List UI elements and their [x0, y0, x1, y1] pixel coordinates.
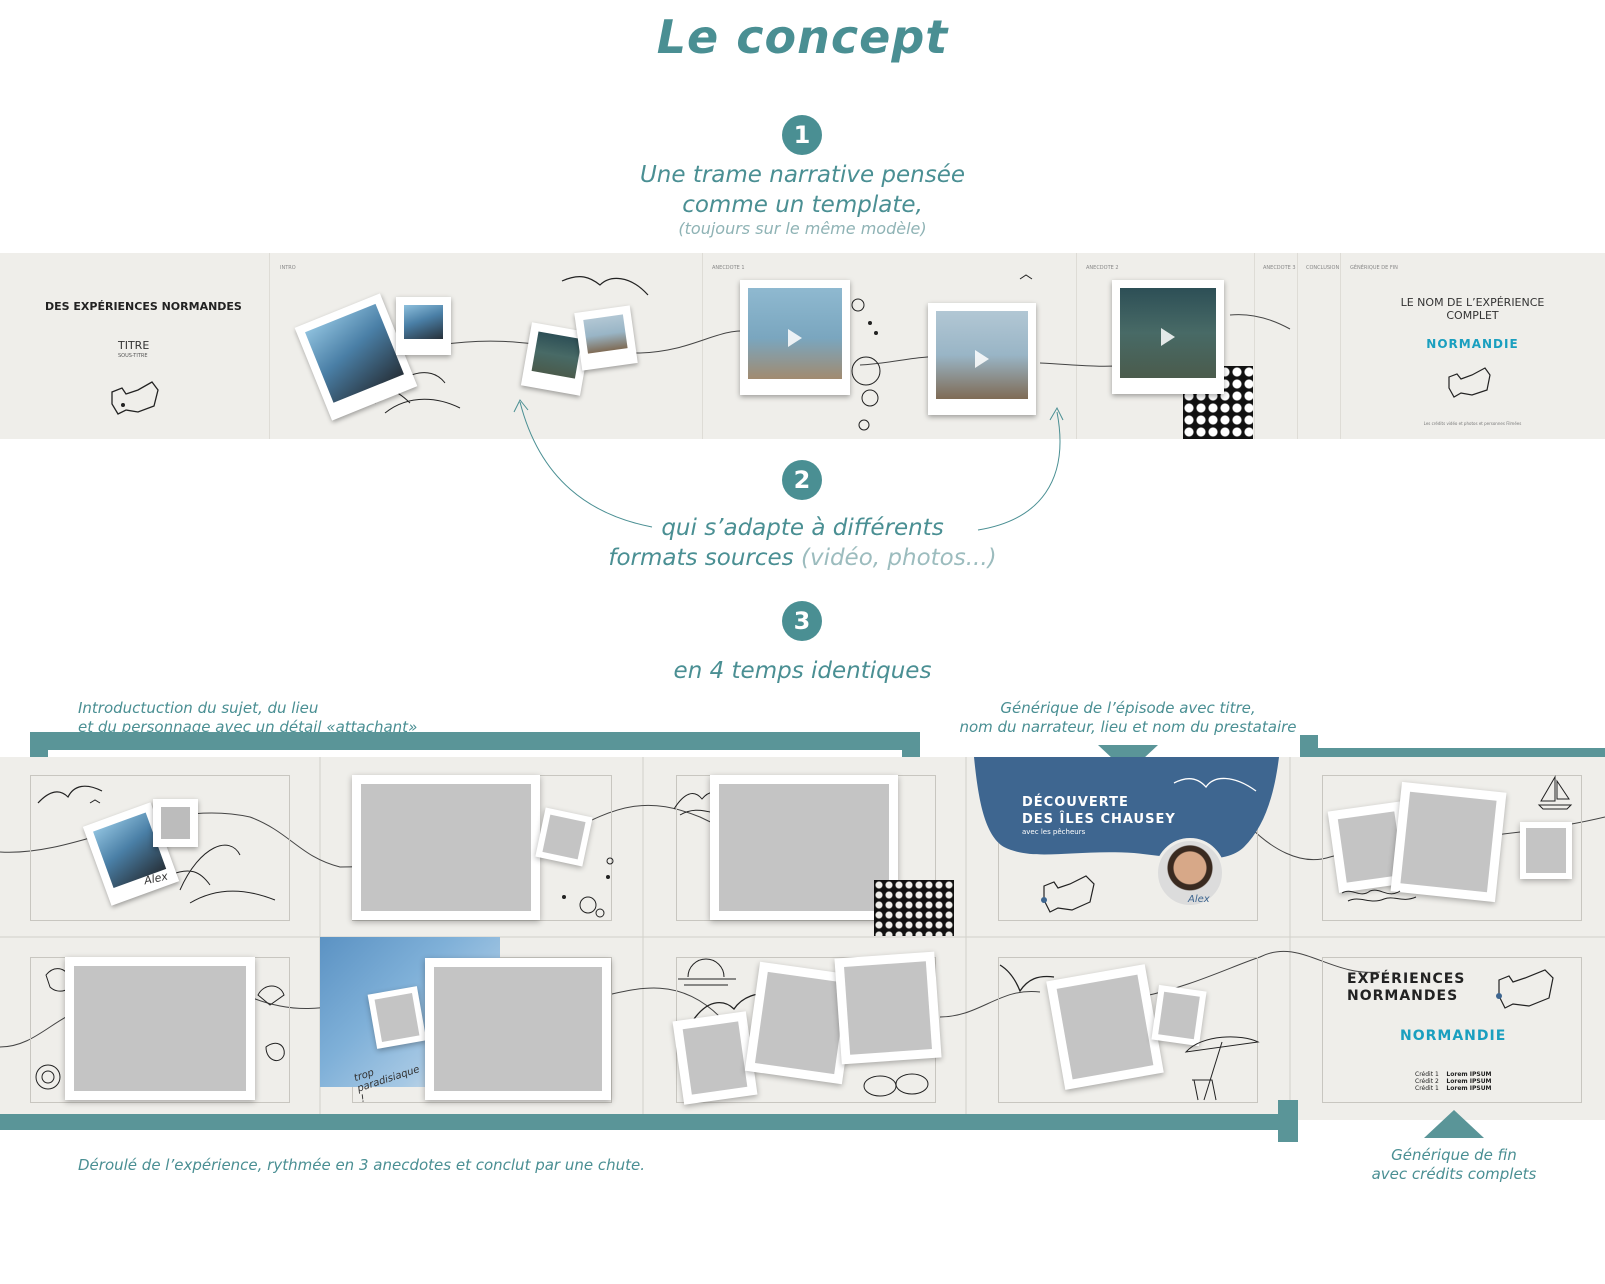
template-strip: INTRO ANECDOTE 1 ANECDOTE 2 ANECDOTE 3 C… [0, 253, 1605, 439]
panel-8-photo-1 [672, 1011, 758, 1105]
note-intro-line2: et du personnage avec un détail «attacha… [78, 718, 418, 736]
step-2-line2a: formats sources [608, 545, 794, 571]
narrator-avatar [1155, 838, 1225, 908]
frame-5 [1322, 775, 1582, 921]
step-1-line2: comme un template, [682, 192, 923, 218]
step-1-line1: Une trame narrative pensée [639, 162, 966, 188]
credit-label: Crédit 2 [1415, 1078, 1439, 1085]
note-generique-line2: nom du narrateur, lieu et nom du prestat… [959, 718, 1297, 736]
episode-title-line2: DES ÎLES CHAUSEY [1022, 812, 1176, 827]
fin-pointer [1424, 1110, 1484, 1138]
panel-1-photo-small [153, 799, 198, 847]
waves-icon [1341, 889, 1417, 902]
step-1-sub: (toujours sur le même modèle) [678, 219, 927, 238]
strip-video-1[interactable] [740, 280, 850, 395]
shells-drawing [35, 968, 285, 1090]
step-2-badge: 2 [782, 460, 822, 500]
beach-umbrella-icon [1184, 1036, 1260, 1101]
strip-credits-line: Les crédits vidéo et photos et personnes… [1423, 421, 1522, 426]
credit-label: Crédit 1 [1415, 1071, 1439, 1078]
play-icon[interactable] [975, 350, 989, 368]
deroule-bracket [0, 1114, 1298, 1130]
strip-end-title: LE NOM DE L’EXPÉRIENCE COMPLET [1340, 296, 1605, 322]
strip-end-title-line2: COMPLET [1446, 309, 1499, 322]
strip-label-conclusion: CONCLUSION [1306, 265, 1340, 271]
note-intro: Introductuction du sujet, du lieu et du … [78, 699, 417, 737]
intro-bracket [30, 732, 920, 750]
normandy-map-icon [1041, 875, 1095, 913]
step-3-caption: en 4 temps identiques [673, 658, 932, 684]
bubbles-icon [562, 857, 614, 918]
end-brand: NORMANDIE [1400, 1028, 1507, 1044]
end-title-line2: NORMANDES [1347, 988, 1459, 1004]
play-icon[interactable] [788, 328, 802, 347]
end-title: EXPÉRIENCES NORMANDES [1347, 971, 1465, 1005]
step-1-caption: Une trame narrative pensée comme un temp… [0, 160, 1605, 238]
strip-titre: TITRE [118, 339, 150, 352]
panel-5-photo-3 [1520, 822, 1572, 879]
frame-10 [1322, 957, 1582, 1103]
note-deroule: Déroulé de l’expérience, rythmée en 3 an… [78, 1156, 646, 1174]
normandy-map-icon [111, 381, 159, 415]
note-fin-line2: avec crédits complets [1371, 1165, 1537, 1183]
episode-title-line1: DÉCOUVERTE [1022, 795, 1129, 810]
note-generique: Générique de l’épisode avec titre, nom d… [958, 699, 1298, 737]
strip-brand: NORMANDIE [1426, 337, 1519, 351]
step-2-line1: qui s’adapte à différents [661, 515, 944, 541]
strip-end-title-line1: LE NOM DE L’EXPÉRIENCE [1400, 296, 1545, 309]
note-fin: Générique de fin avec crédits complets [1354, 1146, 1554, 1184]
note-intro-line1: Introductuction du sujet, du lieu [78, 699, 319, 717]
narrator-signature: Alex [1188, 894, 1210, 905]
episode-title: DÉCOUVERTE DES ÎLES CHAUSEY avec les pêc… [1022, 794, 1176, 837]
deroule-bracket-end [1278, 1100, 1298, 1142]
credit-label: Crédit 1 [1415, 1085, 1439, 1092]
panel-6-photo [65, 957, 255, 1100]
sailboat-icon [1537, 775, 1573, 810]
panel-3-photo [710, 775, 898, 920]
frame-9 [998, 957, 1258, 1103]
strip-polaroid-4 [574, 305, 638, 371]
strip-label-anecdote-1: ANECDOTE 1 [712, 265, 745, 271]
end-credits: Crédit 1 Lorem IPSUM Crédit 2 Lorem IPSU… [1415, 1071, 1492, 1092]
panel-7-photo-small [367, 986, 427, 1049]
normandy-map-icon [1496, 969, 1554, 1009]
strip-video-2[interactable] [928, 303, 1036, 415]
strip-label-generique: GÉNÉRIQUE DE FIN [1350, 265, 1398, 271]
panel-2-photo [352, 775, 540, 920]
end-title-line1: EXPÉRIENCES [1347, 971, 1466, 987]
episode-subtitle: avec les pêcheurs [1022, 828, 1086, 836]
page-title: Le concept [656, 10, 949, 64]
episode-blue-shape [974, 757, 1279, 860]
step-2-arrows [513, 399, 1064, 531]
strip-headline: DES EXPÉRIENCES NORMANDES [45, 300, 242, 313]
panel-9-photo [1046, 964, 1164, 1090]
credit-value: Lorem IPSUM [1446, 1085, 1492, 1092]
panel-7-photo [425, 958, 611, 1100]
strip-sous-titre: SOUS-TITRE [118, 353, 148, 359]
panel-8-photo-3 [834, 951, 942, 1065]
note-fin-line1: Générique de fin [1391, 1146, 1517, 1164]
oysters-icon [863, 1073, 929, 1097]
step-2-caption: qui s’adapte à différents formats source… [0, 513, 1605, 573]
credit-value: Lorem IPSUM [1446, 1071, 1492, 1078]
step-1-badge: 1 [782, 115, 822, 155]
step-3-badge: 3 [782, 601, 822, 641]
strip-label-intro: INTRO [280, 265, 296, 271]
strip-label-anecdote-2: ANECDOTE 2 [1086, 265, 1119, 271]
normandy-map-icon [1448, 367, 1491, 398]
note-generique-line1: Générique de l’épisode avec titre, [1000, 699, 1256, 717]
pebble-pattern [874, 880, 954, 936]
seagull-icon [999, 964, 1055, 993]
strip-polaroid-2 [396, 297, 451, 355]
play-icon[interactable] [1161, 328, 1175, 346]
step-2-line2b: (vidéo, photos...) [800, 545, 997, 571]
credit-value: Lorem IPSUM [1446, 1078, 1492, 1085]
strip-label-anecdote-3: ANECDOTE 3 [1263, 265, 1296, 271]
frame-1 [30, 775, 290, 921]
strip-video-3[interactable] [1112, 280, 1224, 394]
